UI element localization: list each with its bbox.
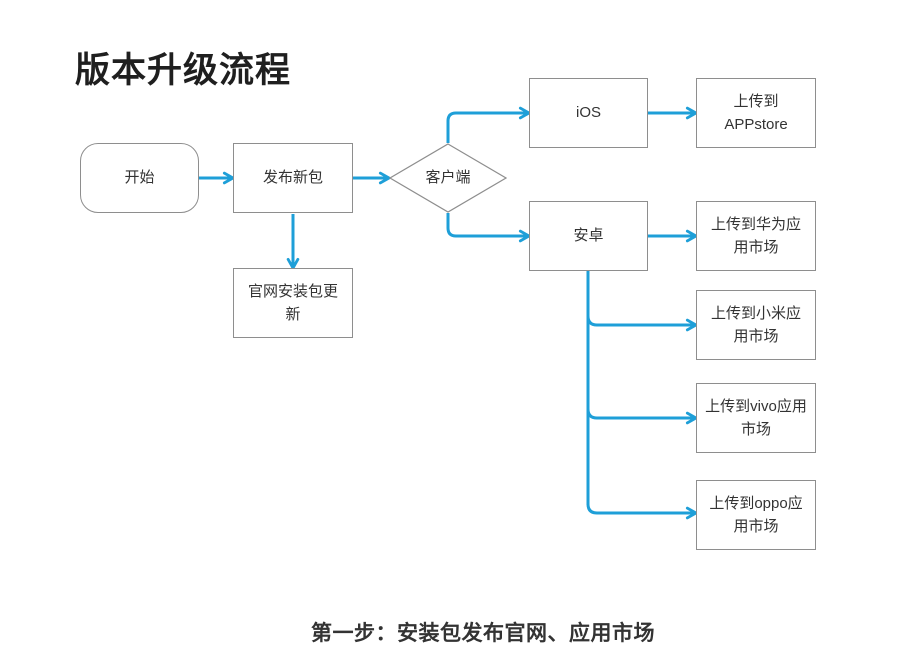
node-upload-oppo-market: 上传到oppo应用市场 — [696, 480, 816, 550]
node-ios-label: iOS — [575, 104, 601, 122]
node-upload-huawei-market: 上传到华为应用市场 — [696, 201, 816, 271]
node-official-site-update-label: 官网安装包更新 — [247, 282, 338, 323]
node-client-decision: 客户端 — [389, 143, 507, 213]
node-upload-xiaomi-market-label: 上传到小米应用市场 — [710, 304, 801, 345]
connector-android-vivo — [586, 408, 698, 425]
node-upload-xiaomi-market: 上传到小米应用市场 — [696, 290, 816, 360]
connector-decision-ios — [446, 106, 531, 143]
node-android: 安卓 — [529, 201, 648, 271]
connector-android-xiaomi — [586, 315, 698, 332]
node-publish-package-label: 发布新包 — [262, 169, 323, 187]
node-upload-appstore: 上传到APPstore — [696, 78, 816, 148]
node-upload-appstore-label: 上传到APPstore — [724, 92, 788, 133]
node-android-label: 安卓 — [573, 227, 604, 245]
diagram-title: 版本升级流程 — [75, 51, 292, 90]
node-ios: iOS — [529, 78, 648, 148]
node-upload-oppo-market-label: 上传到oppo应用市场 — [709, 494, 803, 535]
node-upload-vivo-market-label: 上传到vivo应用市场 — [705, 397, 807, 438]
step-caption: 第一步：安装包发布官网、应用市场 — [311, 622, 655, 645]
node-upload-huawei-market-label: 上传到华为应用市场 — [710, 215, 801, 256]
node-publish-package: 发布新包 — [233, 143, 353, 213]
node-start: 开始 — [80, 143, 199, 213]
node-upload-vivo-market: 上传到vivo应用市场 — [696, 383, 816, 453]
connector-decision-android — [446, 213, 531, 243]
diamond-shape — [389, 143, 507, 213]
node-client-decision-label: 客户端 — [425, 169, 471, 187]
node-official-site-update: 官网安装包更新 — [233, 268, 353, 338]
node-start-label: 开始 — [124, 169, 155, 187]
connector-android-oppo — [586, 503, 698, 520]
